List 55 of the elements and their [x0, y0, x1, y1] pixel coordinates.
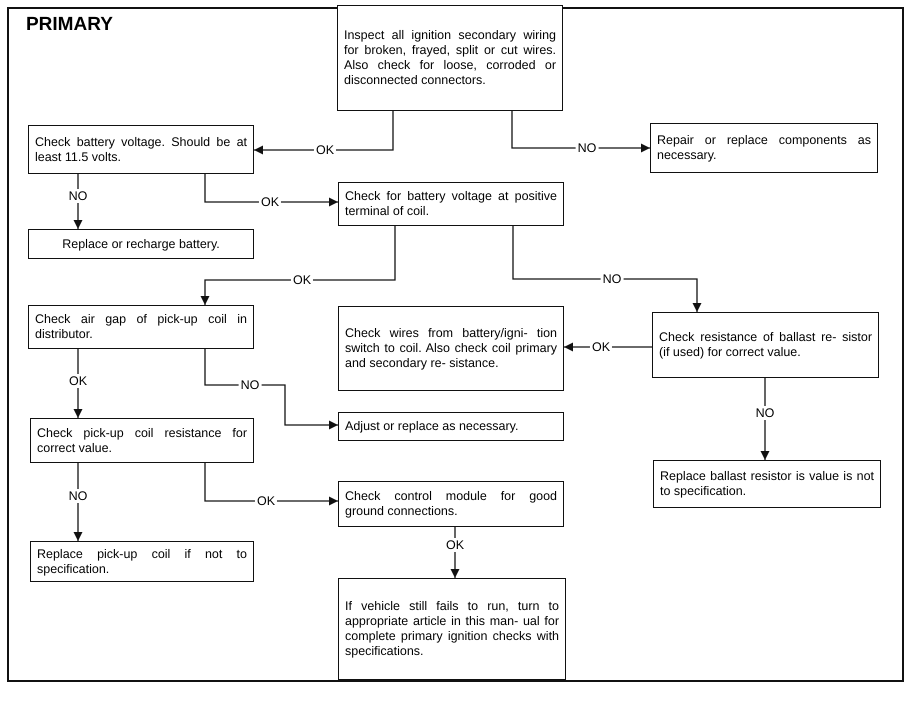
step-text: Check pick-up coil resistance for correct value. [37, 426, 247, 456]
process-box [338, 306, 564, 391]
step-text: Check for battery voltage at positive terminal of coil. [345, 189, 557, 219]
step-text: Replace ballast resistor is value is not to specification. [660, 469, 874, 499]
arrow [74, 174, 82, 229]
process-box [28, 305, 254, 349]
process-box [653, 460, 881, 508]
arrow [760, 378, 770, 460]
process-box [338, 481, 564, 527]
arrow [74, 463, 82, 541]
step-text: Inspect all ignition secondary wiring for broken, frayed, split or cut wires. Also check for loose, corroded or disconnected connectors. [344, 28, 556, 88]
edge-label: OK [290, 273, 314, 287]
edge-label: NO [576, 141, 598, 155]
edge-label: OK [66, 374, 90, 388]
arrow [450, 527, 460, 578]
edge-label: OK [314, 143, 336, 157]
step-text: Check air gap of pick-up coil in distributor. [35, 312, 247, 342]
step-text: Check battery voltage. Should be at least 11.5 volts. [35, 134, 247, 164]
diagram-title: PRIMARY [26, 14, 113, 36]
arrow [204, 174, 338, 206]
process-box [337, 5, 563, 111]
edge-label: NO [754, 406, 776, 420]
step-text: Adjust or replace as necessary. [345, 419, 518, 434]
process-box [338, 182, 564, 226]
arrow [512, 226, 702, 312]
edge-label: NO [66, 189, 90, 203]
edge-label: NO [66, 489, 90, 503]
process-box [338, 578, 566, 680]
step-text: Replace pick-up coil if not to specification. [37, 546, 247, 576]
step-text: If vehicle still fails to run, turn to appropriate article in this man- ual for complete primary ignition checks with specifications. [345, 599, 559, 659]
edge-label: OK [590, 340, 612, 354]
arrow [200, 226, 396, 305]
arrow [204, 463, 338, 506]
arrow [564, 342, 652, 352]
step-text: Check wires from battery/igni- tion switch to coil. Also check coil primary and secondary re- sistance. [345, 326, 557, 371]
arrow [74, 349, 82, 418]
arrow [254, 111, 394, 154]
step-text: Replace or recharge battery. [62, 236, 220, 252]
edge-label: OK [254, 494, 278, 508]
edge-label: NO [238, 378, 262, 392]
step-text: Check resistance of ballast re- sistor (if used) for correct value. [659, 330, 872, 360]
edge-label: NO [600, 272, 624, 286]
process-box [338, 412, 564, 441]
edge-label: OK [258, 195, 282, 209]
process-box [30, 541, 254, 582]
process-box [650, 123, 878, 173]
process-box [30, 418, 254, 463]
process-box [28, 125, 254, 174]
process-box [28, 229, 254, 259]
step-text: Check control module for good ground connections. [345, 489, 557, 519]
arrow [204, 349, 338, 430]
arrow [511, 111, 650, 152]
process-box [652, 312, 879, 378]
step-text: Repair or replace components as necessary. [657, 133, 871, 163]
edge-label: OK [444, 538, 466, 552]
